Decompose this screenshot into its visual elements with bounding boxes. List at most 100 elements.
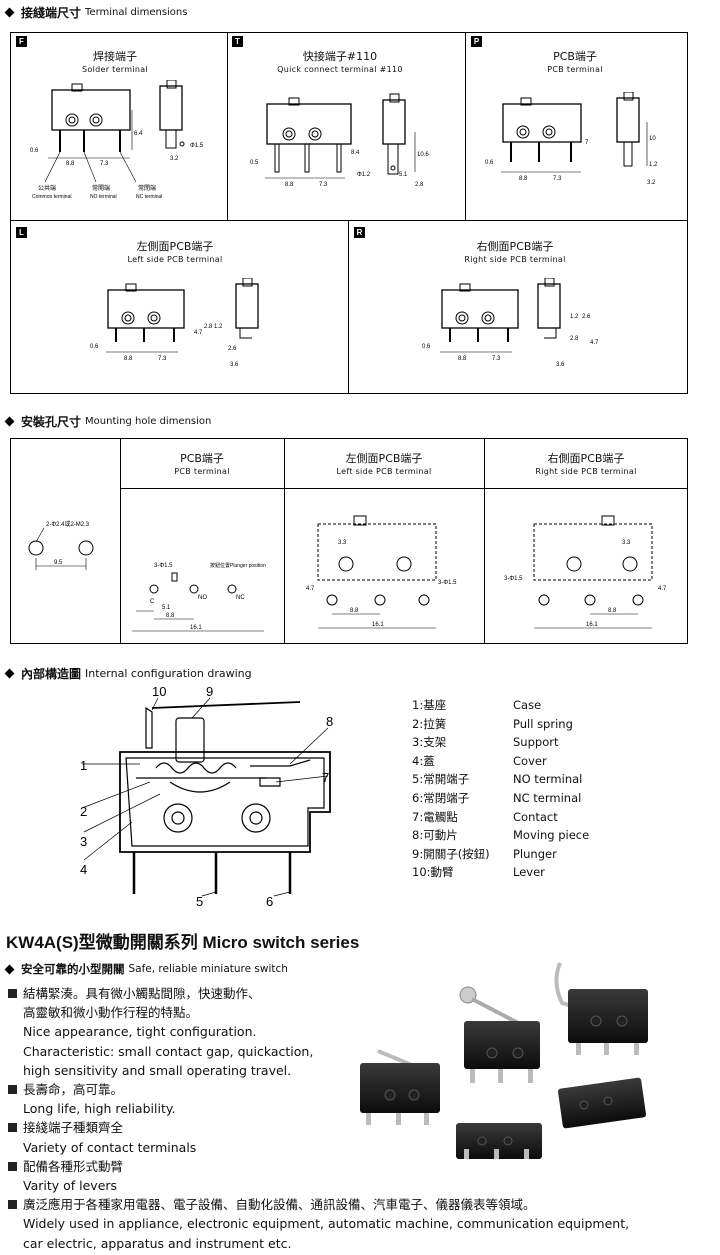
feature-item-en: car electric, apparatus and instrument e… [23, 1235, 292, 1251]
dim-label: 0.5 [250, 160, 259, 166]
common-terminal-label-en: Common terminal [32, 194, 71, 200]
terminal-col-divider-3 [348, 220, 349, 394]
callout-3: 3 [80, 834, 87, 849]
dim-label: 1.2 [214, 324, 223, 330]
square-bullet-icon [8, 1161, 17, 1171]
dim-label: 2.8 [415, 182, 424, 188]
dim-label: 8.8 [458, 356, 467, 362]
mounting-col-div-1 [120, 438, 121, 644]
dim-label: 0.6 [90, 344, 99, 350]
product-photo [360, 962, 648, 1159]
feature-item: 結構緊湊。具有微小觸點間隙，快速動作、 [6, 984, 706, 1003]
dim-label: 3.6 [230, 362, 239, 368]
dim-label: 8.8 [285, 182, 294, 188]
dim-label: 0.6 [422, 344, 431, 350]
right-side-mounting-drawing: 3.3 3-Φ1.5 4.7 8.8 16.1 [504, 515, 667, 629]
dim-label: 2.8 [204, 324, 213, 330]
c-label: C [150, 599, 155, 605]
dim-label: 9.5 [54, 560, 63, 566]
nc-terminal-label: 常閉端 [138, 184, 156, 192]
dim-label: 16.1 [190, 625, 202, 631]
panel-tag-p: P [471, 36, 482, 47]
legend-row: 9:開關子(按鈕)Plunger [412, 846, 557, 861]
panel-tag-t: T [232, 36, 243, 47]
dim-label: 8.8 [608, 608, 617, 614]
features-list: 結構緊湊。具有微小觸點間隙，快速動作、 高靈敏和微小動作行程的特點。 Nice … [6, 984, 706, 1253]
dim-label: 10.6 [417, 152, 429, 158]
switch-hinge-lever [554, 962, 648, 1055]
dim-label: 1.2 [649, 162, 658, 168]
dim-label: 8.8 [350, 608, 359, 614]
mounting-title-cn: 安裝孔尺寸 [21, 415, 82, 429]
dim-label: 5.1 [399, 172, 408, 178]
dim-label: 6.4 [134, 131, 143, 137]
hole-note: 2-Φ2.4或2-M2.3 [46, 520, 90, 528]
dim-label: 4.7 [306, 586, 315, 592]
panel-tag-f: F [16, 36, 27, 47]
dim-label: 3-Φ1.5 [504, 576, 523, 582]
dim-label: 3.3 [622, 540, 631, 546]
internal-configuration-drawing: 10 9 8 7 1 2 3 4 5 6 [80, 684, 333, 906]
dim-label: 1.2 [570, 314, 579, 320]
terminal-frame [10, 32, 688, 394]
terminal-col-divider-2 [465, 32, 466, 220]
feature-item-en: Varity of levers [23, 1178, 118, 1194]
no-terminal-label-en: NO terminal [90, 194, 117, 200]
callout-10: 10 [152, 684, 166, 699]
feature-item: 配備各種形式動臂 [6, 1157, 706, 1176]
square-bullet-icon [8, 1085, 17, 1095]
dim-label: 7.3 [158, 356, 167, 362]
dim-label: 2.6 [582, 314, 591, 320]
series-subtitle-cn: 安全可靠的小型開關 [21, 962, 125, 976]
terminal-title-cn: 接綫端尺寸 [21, 6, 82, 20]
pcb-holes-label: 3-Φ1.5 [154, 563, 173, 569]
switch-plunger-bottom [456, 1123, 542, 1159]
switch-short-lever [360, 1049, 440, 1125]
dim-label: 5.1 [162, 605, 171, 611]
dim-label: 3.3 [338, 540, 347, 546]
mounting-hole-drawing: 2-Φ2.4或2-M2.3 9.5 [28, 520, 94, 570]
callout-5: 5 [196, 894, 203, 906]
switch-roller-lever [459, 986, 540, 1083]
nc-label: NC [236, 595, 245, 601]
diamond-bullet-icon [4, 416, 15, 427]
solder-terminal-drawing: 0.6 8.8 7.3 6.4 Φ1.5 3.2 公共端 Common term… [30, 80, 204, 200]
right-side-pcb-drawing: 0.6 8.8 7.3 1.2 2.6 2.8 3.6 4.7 [422, 278, 599, 368]
dim-label: 7.3 [553, 176, 562, 182]
series-heading: KW4A(S)型微動開關系列 Micro switch series [6, 933, 360, 952]
dim-label: 10 [649, 136, 656, 142]
dim-label: 8.8 [66, 161, 75, 167]
dim-label: 16.1 [372, 622, 384, 628]
square-bullet-icon [8, 1200, 17, 1210]
dim-label: 4.7 [590, 340, 599, 346]
dim-label: 4.7 [658, 586, 667, 592]
dim-label: 4.7 [194, 330, 203, 336]
terminal-col-divider-1 [227, 32, 228, 220]
feature-item: 長壽命，高可靠。 [6, 1080, 706, 1099]
feature-item: 廣泛應用于各種家用電器、電子設備、自動化設備、通訊設備、汽車電子、儀器儀表等領域… [6, 1195, 706, 1214]
plunger-position-note: 按鈕位置Plunger position [210, 562, 266, 569]
feature-item-en: high sensitivity and small operating tra… [23, 1062, 292, 1078]
diamond-bullet-icon [4, 668, 15, 679]
dim-label: 3.2 [170, 156, 179, 162]
dim-label: 7 [585, 140, 589, 146]
feature-item-en: Variety of contact terminals [23, 1139, 197, 1155]
pcb-terminal-drawing: 0.6 8.8 7.3 7 10 1.2 3.2 [485, 92, 658, 186]
dim-label: 8.4 [351, 150, 360, 156]
internal-section-title: 內部構造圖 Internal configuration drawing [4, 665, 252, 682]
dim-label: 3.6 [556, 362, 565, 368]
dim-label: 7.3 [100, 161, 109, 167]
terminal-row-divider [10, 220, 688, 221]
